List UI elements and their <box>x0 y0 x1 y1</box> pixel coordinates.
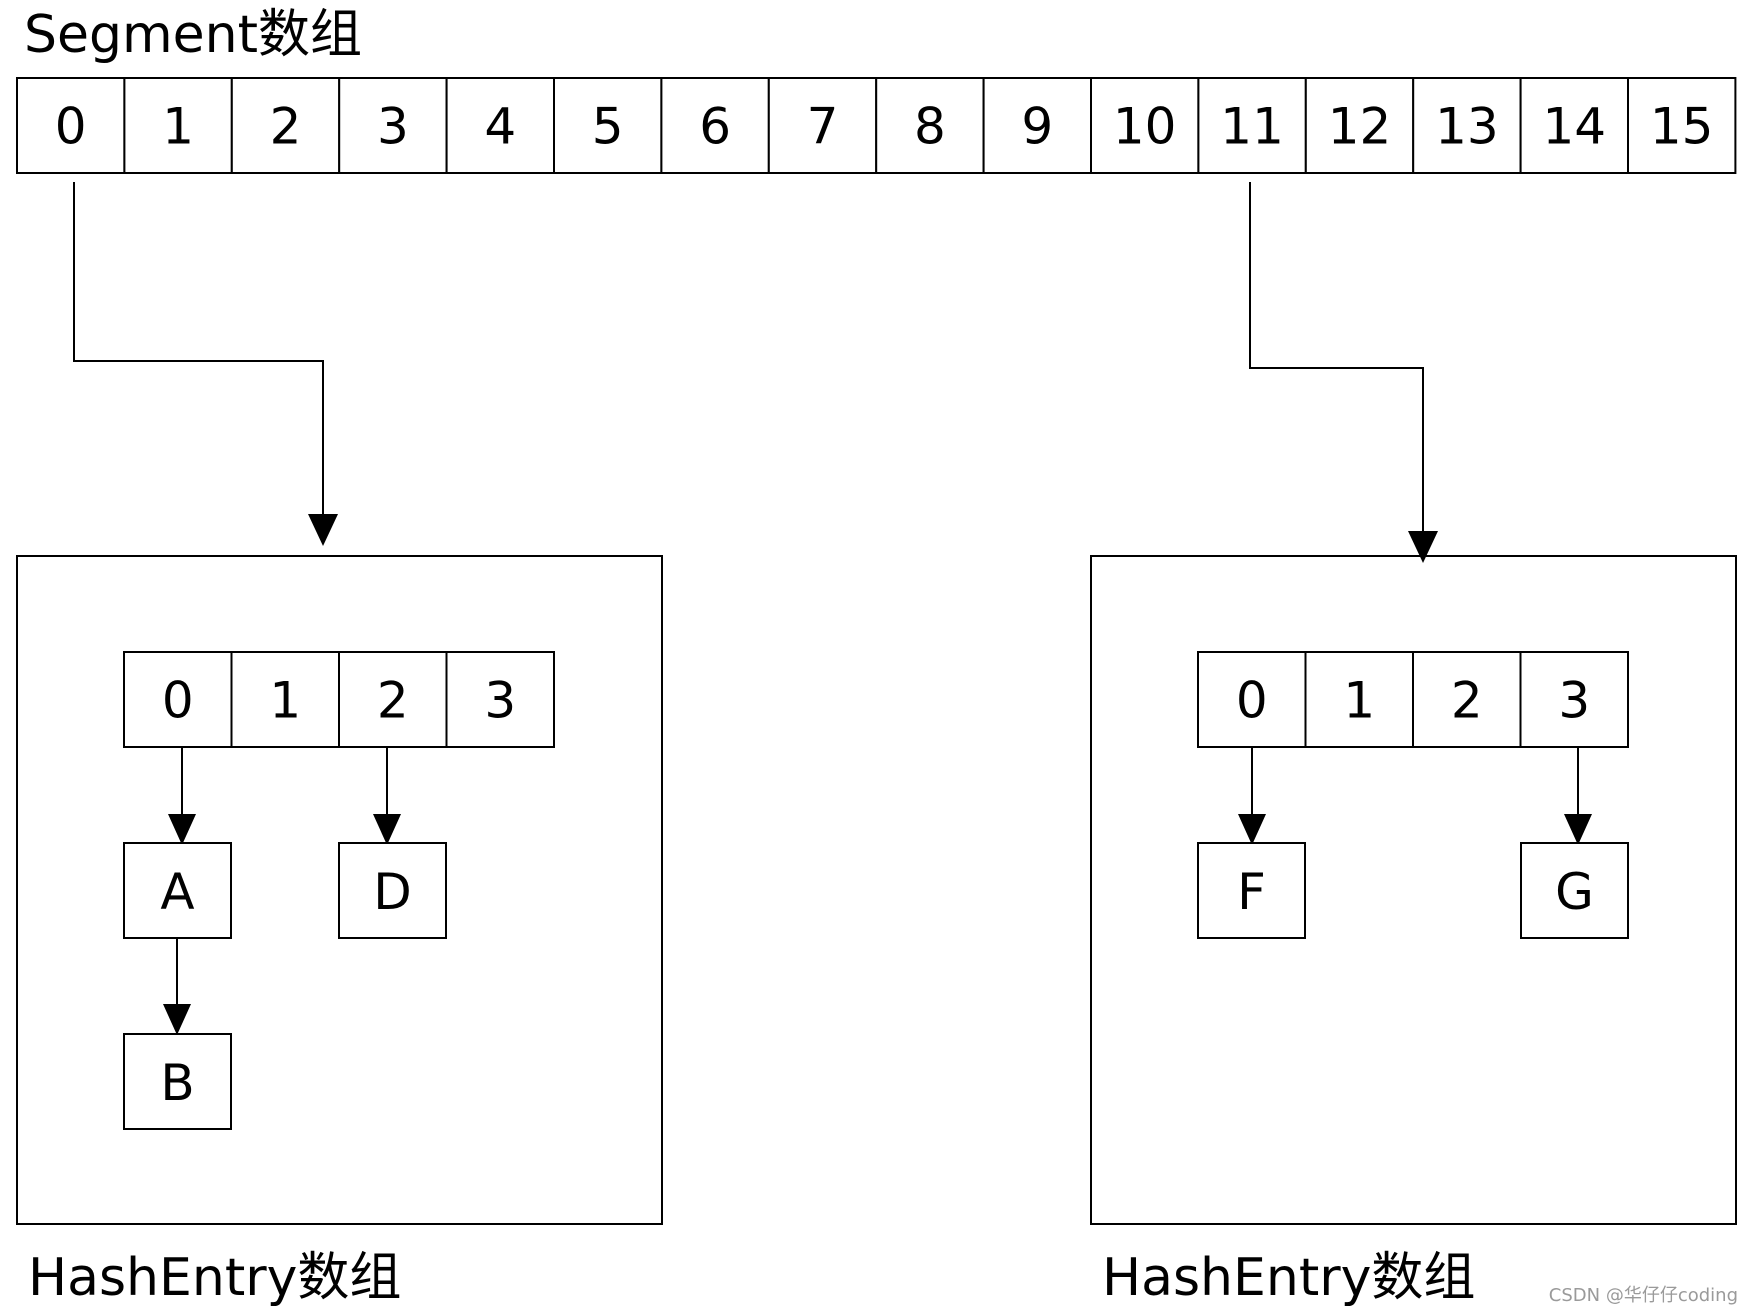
left-hash-entry-index-label: 2 <box>377 672 409 730</box>
segment-cell-3: 3 <box>338 77 448 174</box>
left-hash-entry-cell-3: 3 <box>445 651 555 748</box>
segment-cell-6: 6 <box>660 77 770 174</box>
left-hash-entry-index-label: 3 <box>484 672 516 730</box>
entry-node-b: B <box>123 1033 232 1130</box>
right-hash-entry-index-label: 2 <box>1451 672 1483 730</box>
segment-index-label: 2 <box>270 98 302 156</box>
right-hash-entry-cell-0: 0 <box>1197 651 1307 748</box>
segment-cell-8: 8 <box>875 77 985 174</box>
segment-index-label: 0 <box>55 98 87 156</box>
hash-entry-array-title-left: HashEntry数组 <box>28 1248 401 1308</box>
segment-index-label: 3 <box>377 98 409 156</box>
segment-index-label: 5 <box>592 98 624 156</box>
right-hash-entry-index-label: 0 <box>1236 672 1268 730</box>
hash-entry-table-left: 0 1 2 3 <box>123 651 555 748</box>
entry-a-to-b-arrow <box>163 938 191 1035</box>
segment-index-label: 13 <box>1435 98 1499 156</box>
left-hash-entry-index-label: 1 <box>269 672 301 730</box>
segment-array-title: Segment数组 <box>24 5 362 65</box>
segment-cell-0: 0 <box>16 77 126 174</box>
entry-node-a: A <box>123 842 232 939</box>
hash-entry-array-frame-left <box>16 555 663 1225</box>
watermark: CSDN @华仔仔coding <box>1549 1285 1738 1306</box>
segment-cell-4: 4 <box>445 77 556 174</box>
left-slot-2-arrow <box>373 748 401 845</box>
right-hash-entry-index-label: 1 <box>1343 672 1375 730</box>
segment-index-label: 9 <box>1021 98 1053 156</box>
left-hash-entry-index-label: 0 <box>162 672 194 730</box>
right-hash-entry-cell-3: 3 <box>1519 651 1629 748</box>
segment-cell-7: 7 <box>767 77 878 174</box>
segment-0-link <box>73 182 338 546</box>
segment-index-label: 7 <box>807 98 839 156</box>
entry-label-a: A <box>160 863 194 921</box>
segment-cell-2: 2 <box>230 77 341 174</box>
entry-node-g: G <box>1520 842 1629 939</box>
segment-cell-10: 10 <box>1090 77 1200 174</box>
segment-cell-12: 12 <box>1304 77 1415 174</box>
segment-11-link <box>1249 182 1438 563</box>
segment-index-label: 6 <box>699 98 731 156</box>
segment-index-label: 10 <box>1113 98 1177 156</box>
right-slot-3-arrow <box>1564 748 1592 845</box>
entry-label-g: G <box>1555 863 1594 921</box>
right-slot-0-arrow <box>1238 748 1266 845</box>
segment-cell-13: 13 <box>1412 77 1522 174</box>
segment-index-label: 4 <box>484 98 516 156</box>
segment-cell-1: 1 <box>123 77 233 174</box>
segment-index-label: 12 <box>1328 98 1392 156</box>
hash-entry-table-right: 0 1 2 3 <box>1197 651 1629 748</box>
segment-cell-11: 11 <box>1197 77 1307 174</box>
segment-index-label: 8 <box>914 98 946 156</box>
left-hash-entry-cell-0: 0 <box>123 651 233 748</box>
right-hash-entry-index-label: 3 <box>1558 672 1590 730</box>
entry-node-d: D <box>338 842 447 939</box>
entry-label-f: F <box>1237 863 1266 921</box>
entry-label-b: B <box>160 1054 194 1112</box>
segment-cell-14: 14 <box>1519 77 1629 174</box>
segment-cell-9: 9 <box>982 77 1092 174</box>
left-hash-entry-cell-1: 1 <box>230 651 340 748</box>
right-hash-entry-cell-2: 2 <box>1412 651 1522 748</box>
entry-label-d: D <box>373 863 412 921</box>
segment-index-label: 11 <box>1220 98 1284 156</box>
left-hash-entry-cell-2: 2 <box>338 651 448 748</box>
segment-cell-5: 5 <box>553 77 663 174</box>
segment-cell-15: 15 <box>1627 77 1737 174</box>
hash-entry-array-frame-right <box>1090 555 1737 1225</box>
hash-entry-array-title-right: HashEntry数组 <box>1102 1248 1475 1308</box>
segment-index-label: 1 <box>162 98 194 156</box>
segment-index-label: 14 <box>1542 98 1606 156</box>
segment-index-label: 15 <box>1650 98 1714 156</box>
right-hash-entry-cell-1: 1 <box>1304 651 1414 748</box>
entry-node-f: F <box>1197 842 1306 939</box>
left-slot-0-arrow <box>168 748 196 845</box>
